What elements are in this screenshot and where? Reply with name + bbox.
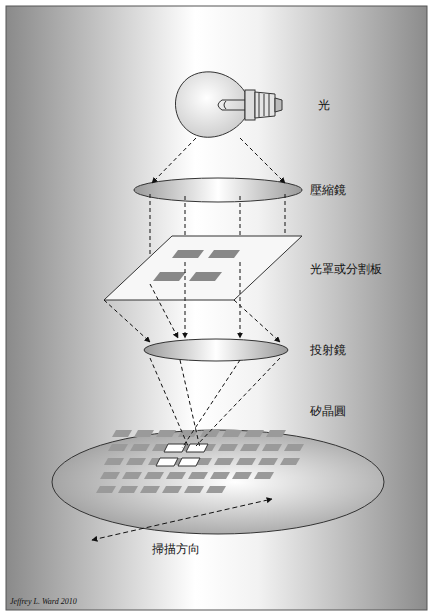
die [284, 444, 304, 451]
die [232, 472, 252, 479]
silicon-wafer [52, 430, 384, 534]
die [222, 430, 242, 437]
die [210, 472, 230, 479]
die [188, 472, 208, 479]
die [134, 430, 154, 437]
part-label: 矽晶圓 [310, 404, 346, 418]
part-label: 光罩或分割板 [310, 262, 382, 276]
die [258, 458, 278, 465]
die [100, 472, 120, 479]
die [144, 472, 164, 479]
die [280, 458, 300, 465]
die [108, 444, 128, 451]
die [118, 486, 138, 493]
die [156, 430, 176, 437]
direction-label: 掃描方向 [152, 542, 200, 556]
projection-lens [144, 339, 288, 361]
part-label: 光 [318, 98, 330, 112]
die [104, 458, 124, 465]
die [130, 444, 150, 451]
scan-arrow [92, 499, 272, 540]
part-label: 投射鏡 [310, 343, 346, 357]
die [140, 486, 160, 493]
projected-rays [104, 262, 280, 342]
part-label: 壓縮鏡 [310, 183, 346, 197]
die [162, 486, 182, 493]
die [166, 472, 186, 479]
focused-rays [150, 358, 280, 448]
photomask [104, 236, 302, 300]
die [184, 486, 204, 493]
die [214, 458, 234, 465]
die [266, 430, 286, 437]
light-bulb [175, 72, 282, 137]
die [240, 444, 260, 451]
credit-text: Jeffrey L. Ward 2010 [10, 597, 77, 607]
die [126, 458, 146, 465]
die [218, 444, 238, 451]
die [244, 430, 264, 437]
die [206, 486, 226, 493]
die [254, 472, 274, 479]
condenser-lens [134, 178, 302, 202]
die [122, 472, 142, 479]
die [262, 444, 282, 451]
die [236, 458, 256, 465]
die [96, 486, 116, 493]
die [112, 430, 132, 437]
